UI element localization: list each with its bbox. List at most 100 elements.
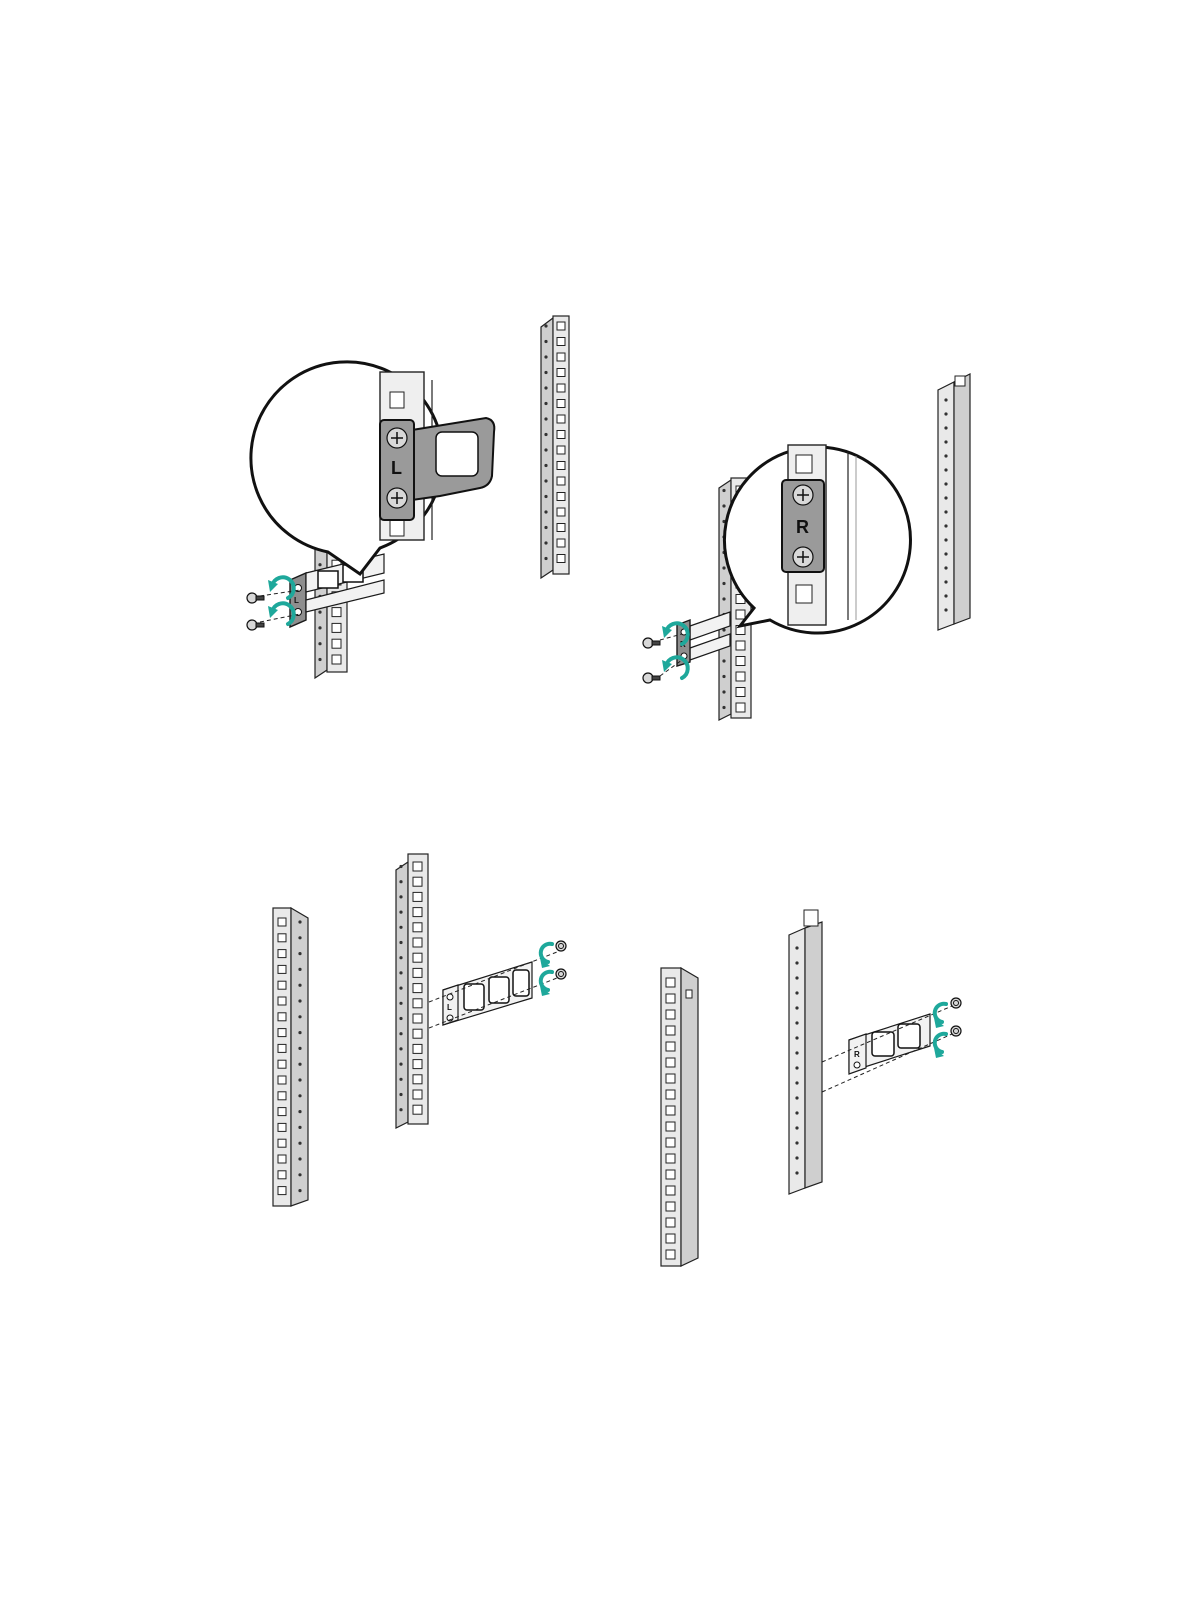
rail-hole <box>557 493 565 501</box>
rail-mount-hole <box>298 1078 301 1081</box>
rail-mount-hole <box>795 1021 798 1024</box>
rail-hole <box>413 862 422 871</box>
rail-hole <box>666 1106 675 1115</box>
rail-mount-hole <box>944 482 947 485</box>
rail-hole <box>278 1123 286 1131</box>
rail-mount-hole <box>399 1108 402 1111</box>
rail-hole <box>666 1026 675 1035</box>
rail-mount-hole <box>795 961 798 964</box>
rail-hole <box>666 1186 675 1195</box>
rail-mount-hole <box>544 402 547 405</box>
rail-hole <box>666 1074 675 1083</box>
rail-hole <box>413 908 422 917</box>
rail-hole <box>278 1044 286 1052</box>
rail-hole <box>557 322 565 330</box>
rail-mount-hole <box>399 1078 402 1081</box>
rail-mount-hole <box>298 1142 301 1145</box>
rail-mount-hole <box>298 968 301 971</box>
rail-mount-hole <box>944 398 947 401</box>
rail-mount-hole <box>399 1032 402 1035</box>
magnifier-callout: L <box>251 362 494 574</box>
panel-bottom-left: L <box>273 854 566 1206</box>
screw-icon <box>247 593 264 603</box>
rail-mount-hole <box>944 510 947 513</box>
rail-hole <box>332 655 341 664</box>
screw-icon <box>951 998 961 1008</box>
rail-mount-hole <box>544 355 547 358</box>
panel-top-right: R <box>643 374 970 720</box>
rail-hole <box>557 477 565 485</box>
ear-letter: L <box>447 1003 452 1012</box>
rail-hole <box>557 462 565 470</box>
rail-hole <box>278 1108 286 1116</box>
rail-mount-hole <box>944 608 947 611</box>
rail-hole <box>413 877 422 886</box>
rail-hole <box>666 1042 675 1051</box>
rail-hole <box>413 968 422 977</box>
rail-hole <box>557 431 565 439</box>
rail-hole <box>666 978 675 987</box>
rail-mount-hole <box>944 552 947 555</box>
rail-mount-hole <box>544 557 547 560</box>
rail-mount-hole <box>399 880 402 883</box>
rail-mount-hole <box>298 1015 301 1018</box>
rail-mount-hole <box>722 597 725 600</box>
screw-icon <box>556 941 566 951</box>
rail-mount-hole <box>298 936 301 939</box>
rail-mount-hole <box>795 1066 798 1069</box>
rail-mount-hole <box>544 371 547 374</box>
front-rail <box>789 910 822 1194</box>
rail-mount-hole <box>544 541 547 544</box>
rail-mount-hole <box>399 895 402 898</box>
rail-hole <box>413 1044 422 1053</box>
rail-hole <box>557 508 565 516</box>
panel-top-left: L <box>247 316 569 678</box>
rail-mount-hole <box>944 538 947 541</box>
ear-letter: L <box>294 596 299 605</box>
rail-hole <box>413 1029 422 1038</box>
rail-hole <box>666 994 675 1003</box>
rail-mount-hole <box>544 464 547 467</box>
rail-hole <box>278 1139 286 1147</box>
rail-mount-hole <box>318 642 321 645</box>
screw-icon <box>643 673 660 683</box>
rail-mount-hole <box>318 626 321 629</box>
rail-hole <box>557 446 565 454</box>
rail-mount-hole <box>318 611 321 614</box>
rail-hole <box>278 965 286 973</box>
rail-hole <box>666 1218 675 1227</box>
rail-mount-hole <box>722 489 725 492</box>
rail-hole <box>413 923 422 932</box>
rail-mount-hole <box>318 563 321 566</box>
rail-mount-hole <box>298 920 301 923</box>
rail-mount-hole <box>722 675 725 678</box>
rail-hole <box>278 1187 286 1195</box>
rail-hole <box>413 984 422 993</box>
callout-letter: R <box>796 517 809 537</box>
rail-hole <box>557 415 565 423</box>
rail-mount-hole <box>722 566 725 569</box>
rail-mount-hole <box>944 566 947 569</box>
rail-mount-hole <box>944 454 947 457</box>
rail-mount-hole <box>298 1173 301 1176</box>
rail-mount-hole <box>795 991 798 994</box>
rail-mount-hole <box>544 526 547 529</box>
rail-hole <box>666 1122 675 1131</box>
rail-mount-hole <box>795 1126 798 1129</box>
rotate-clockwise-arrow-icon <box>934 1004 946 1028</box>
rail-mount-hole <box>399 971 402 974</box>
rail-mount-hole <box>944 412 947 415</box>
rail-mount-hole <box>722 690 725 693</box>
rail-hole <box>278 950 286 958</box>
rail-hole <box>332 639 341 648</box>
mounting-ear-right: R <box>849 1014 930 1074</box>
rail-mount-hole <box>795 1081 798 1084</box>
rail-hole <box>666 1090 675 1099</box>
rail-hole <box>278 1092 286 1100</box>
rail-mount-hole <box>795 1096 798 1099</box>
rail-hole <box>557 353 565 361</box>
rail-mount-hole <box>544 386 547 389</box>
screw-icon <box>951 1026 961 1036</box>
rail-mount-hole <box>795 946 798 949</box>
rail-mount-hole <box>722 659 725 662</box>
